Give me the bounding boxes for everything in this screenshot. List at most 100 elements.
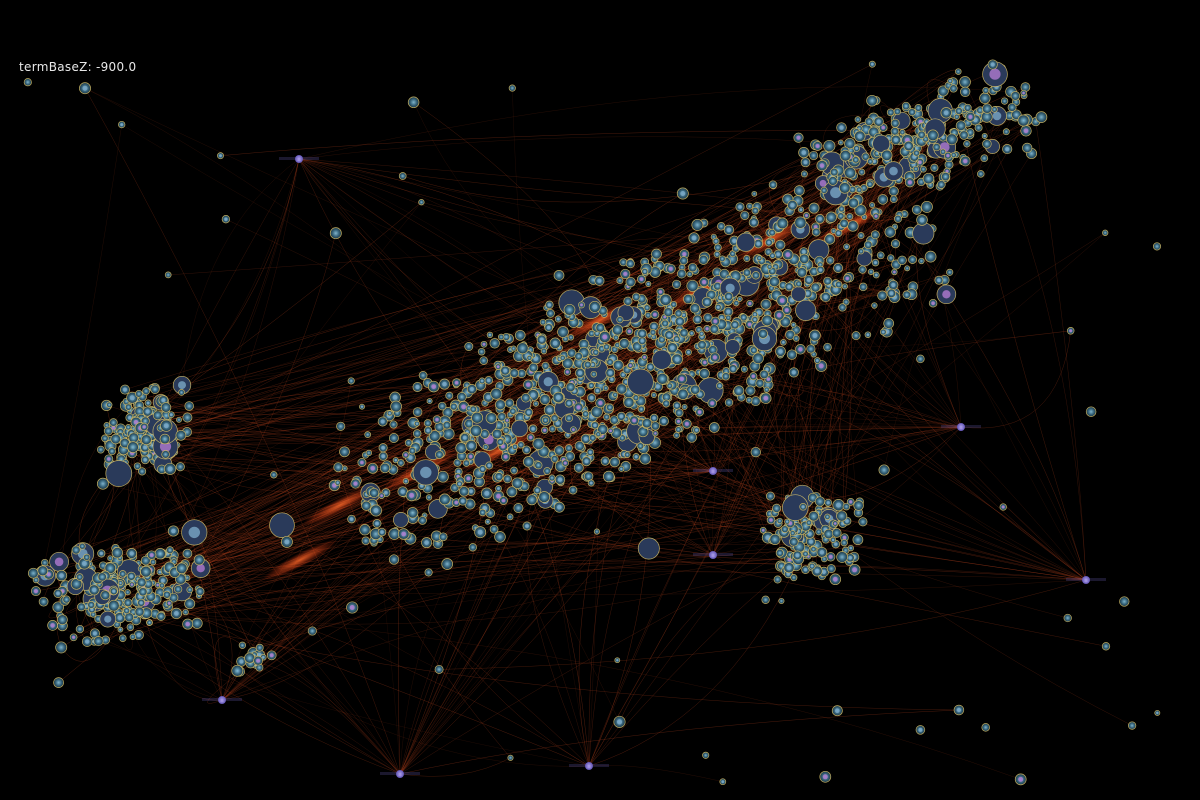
term-node[interactable] [758, 328, 768, 339]
term-node[interactable] [831, 528, 842, 538]
term-node[interactable] [427, 380, 440, 393]
term-node[interactable] [593, 386, 602, 395]
term-node[interactable] [946, 268, 954, 276]
term-node[interactable] [469, 424, 482, 437]
term-node[interactable] [803, 274, 814, 285]
term-node[interactable] [936, 284, 957, 305]
term-node[interactable] [255, 643, 264, 652]
term-node[interactable] [438, 493, 451, 506]
term-node[interactable] [480, 340, 488, 348]
term-node[interactable] [709, 324, 720, 334]
term-node[interactable] [364, 431, 372, 438]
term-node[interactable] [643, 304, 651, 312]
term-node[interactable] [589, 434, 597, 442]
term-node[interactable] [908, 108, 916, 117]
term-node[interactable] [857, 232, 865, 240]
term-node[interactable] [497, 333, 505, 341]
term-node[interactable] [751, 271, 761, 280]
term-node[interactable] [686, 270, 693, 278]
term-node[interactable] [96, 445, 105, 454]
term-node[interactable] [388, 554, 400, 565]
term-node[interactable] [377, 527, 387, 537]
term-node[interactable] [809, 329, 821, 342]
term-node[interactable] [980, 154, 989, 163]
term-node[interactable] [786, 349, 798, 360]
term-node[interactable] [672, 279, 682, 289]
term-node[interactable] [735, 202, 745, 212]
term-node[interactable] [823, 342, 832, 352]
term-node[interactable] [509, 407, 517, 415]
term-node[interactable] [903, 140, 914, 152]
term-node[interactable] [703, 312, 713, 323]
term-node[interactable] [835, 280, 843, 289]
term-node[interactable] [590, 370, 598, 378]
term-node[interactable] [361, 536, 371, 546]
term-node[interactable] [682, 419, 692, 429]
term-node[interactable] [691, 218, 704, 231]
term-node[interactable] [359, 403, 365, 410]
term-node[interactable] [146, 619, 153, 626]
term-node[interactable] [920, 200, 933, 213]
term-node[interactable] [867, 268, 875, 275]
term-node[interactable] [912, 222, 935, 245]
term-node[interactable] [869, 202, 876, 209]
term-node[interactable] [159, 433, 171, 445]
term-node[interactable] [142, 406, 153, 417]
term-node[interactable] [823, 276, 832, 286]
term-node[interactable] [745, 396, 753, 404]
term-node[interactable] [805, 519, 813, 526]
term-node[interactable] [414, 420, 420, 427]
term-node[interactable] [893, 107, 902, 116]
term-node[interactable] [568, 485, 578, 495]
term-node[interactable] [751, 316, 759, 324]
term-node[interactable] [510, 345, 517, 352]
term-node[interactable] [37, 565, 49, 577]
term-node[interactable] [184, 401, 194, 411]
term-node[interactable] [808, 562, 816, 570]
term-node[interactable] [674, 408, 684, 418]
term-node[interactable] [469, 405, 477, 413]
term-node[interactable] [965, 111, 976, 122]
term-node[interactable] [195, 587, 205, 596]
term-node[interactable] [598, 331, 611, 343]
term-node[interactable] [702, 751, 710, 759]
term-node[interactable] [87, 601, 96, 609]
term-node[interactable] [575, 367, 586, 378]
term-node[interactable] [573, 462, 584, 473]
term-node[interactable] [723, 224, 735, 236]
term-node[interactable] [485, 412, 498, 424]
term-node[interactable] [666, 342, 678, 354]
term-node[interactable] [557, 326, 569, 338]
term-node[interactable] [612, 334, 620, 341]
term-node[interactable] [412, 429, 422, 438]
term-node[interactable] [632, 341, 643, 352]
term-node[interactable] [350, 478, 361, 489]
term-node[interactable] [760, 298, 772, 310]
term-node[interactable] [613, 715, 626, 728]
term-node[interactable] [686, 279, 699, 292]
term-node[interactable] [650, 392, 657, 398]
term-node[interactable] [478, 377, 486, 385]
term-node[interactable] [775, 346, 786, 357]
term-node[interactable] [959, 76, 971, 88]
term-node[interactable] [458, 496, 468, 506]
term-node[interactable] [97, 549, 106, 558]
term-node[interactable] [699, 277, 710, 288]
term-node[interactable] [176, 416, 182, 423]
term-node[interactable] [782, 305, 792, 315]
term-node[interactable] [858, 265, 867, 274]
term-node[interactable] [546, 309, 555, 318]
term-node[interactable] [890, 239, 901, 249]
term-node[interactable] [814, 496, 826, 507]
term-node[interactable] [650, 310, 660, 320]
term-node[interactable] [828, 176, 838, 186]
term-node[interactable] [824, 233, 836, 245]
term-node[interactable] [605, 367, 616, 378]
term-node[interactable] [803, 212, 810, 219]
term-node[interactable] [191, 617, 203, 629]
term-node[interactable] [911, 204, 922, 215]
term-node[interactable] [587, 479, 595, 487]
term-node[interactable] [178, 389, 185, 396]
term-node[interactable] [914, 104, 923, 112]
term-node[interactable] [561, 459, 569, 467]
